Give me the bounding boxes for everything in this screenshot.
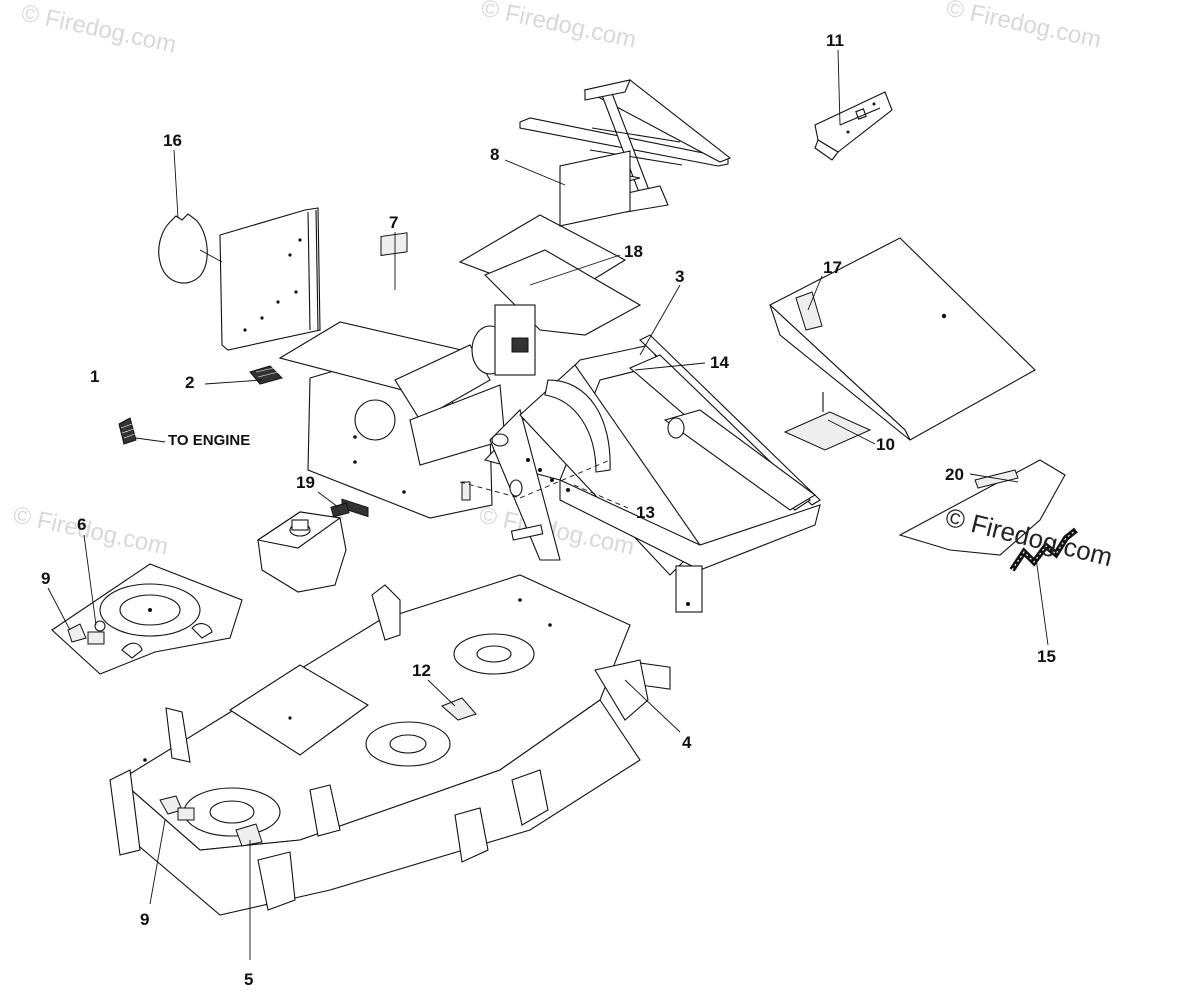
part-15-spring [1009, 527, 1078, 572]
part-16-seat-pad [158, 207, 321, 351]
part-8-seat-frame [519, 79, 732, 213]
main-chassis-frame [278, 150, 821, 690]
callout-20: 20 [945, 465, 964, 484]
watermark-top-left: © Firedog.com [19, 0, 179, 59]
part-19-reservoir [256, 502, 350, 593]
part-6-cover-plate [51, 563, 243, 675]
callout-10: 10 [876, 435, 895, 454]
callout-3: 3 [675, 267, 684, 286]
part-2-grille [249, 365, 283, 385]
callout-6: 6 [77, 515, 86, 534]
watermark-top-right: © Firedog.com [944, 0, 1104, 54]
callouts: 1 2 3 4 5 6 7 8 9 9 10 11 12 13 14 15 16… [41, 31, 1056, 989]
callout-14: 14 [710, 353, 729, 372]
callout-15: 15 [1037, 647, 1056, 666]
watermark-mid-left: © Firedog.com [11, 501, 171, 560]
callout-16: 16 [163, 131, 182, 150]
callout-1: 1 [90, 367, 99, 386]
part-17-side-panel [769, 237, 1036, 451]
part-7-decal [380, 232, 408, 257]
callout-18: 18 [624, 242, 643, 261]
callout-7: 7 [389, 213, 398, 232]
callout-12: 12 [412, 661, 431, 680]
part-11-bracket [814, 91, 893, 161]
callout-19: 19 [296, 473, 315, 492]
callout-9-bottom: 9 [140, 910, 149, 929]
to-engine-note: TO ENGINE [168, 432, 250, 449]
watermark-top-center: © Firedog.com [479, 0, 639, 54]
callout-17: 17 [823, 258, 842, 277]
leader-lines [47, 49, 1049, 960]
callout-8: 8 [490, 145, 499, 164]
callout-5: 5 [244, 970, 253, 989]
part-20-plate [898, 459, 1066, 556]
callout-11: 11 [826, 31, 844, 50]
callout-4: 4 [682, 733, 692, 752]
callout-9-top: 9 [41, 569, 50, 588]
part-1-grille [118, 417, 137, 445]
callout-2: 2 [185, 373, 194, 392]
callout-13: 13 [636, 503, 655, 522]
